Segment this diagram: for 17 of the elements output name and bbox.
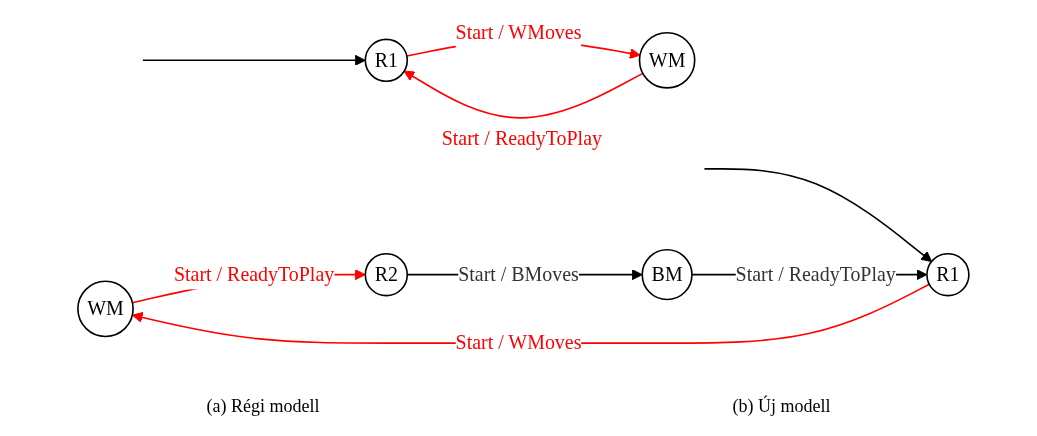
node-circle: R2 — [364, 252, 409, 297]
arrow — [403, 70, 644, 119]
edge-label: Start / ReadyToPlay — [735, 263, 896, 285]
node-circle: BM — [641, 249, 693, 301]
arrow — [142, 54, 366, 66]
node-circle: WM — [77, 280, 134, 338]
edge-label: Start / WMoves — [455, 331, 582, 354]
edge-label: Start / ReadyToPlay — [173, 263, 335, 285]
node-circle: R1 — [926, 252, 970, 297]
node-circle: WM — [638, 31, 696, 89]
subfigure-caption: (b) Új modell — [732, 395, 831, 417]
subfigure-caption: (a) Régi modell — [206, 395, 320, 417]
edge-label: Start / WMoves — [455, 21, 582, 43]
node-circle: R1 — [364, 38, 409, 83]
edge-label: Start / ReadyToPlay — [441, 127, 602, 149]
edge-label: Start / BMoves — [458, 263, 579, 285]
arrow — [703, 168, 933, 263]
